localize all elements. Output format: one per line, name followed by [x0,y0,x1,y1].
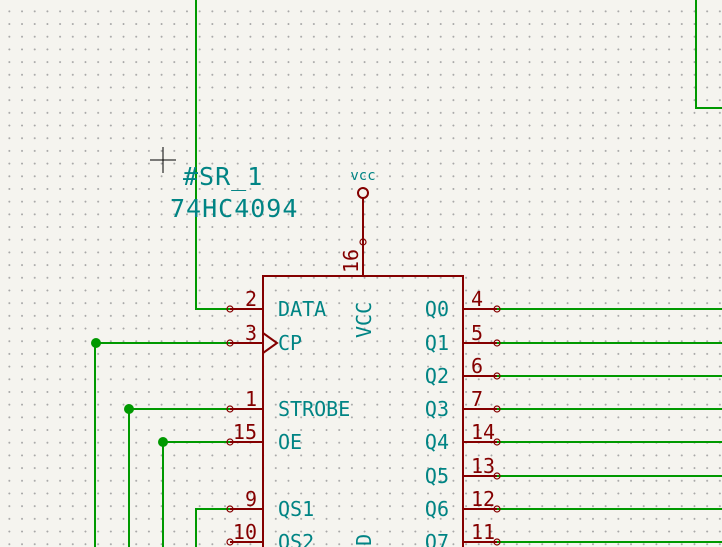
pin-number: 5 [471,321,483,345]
junctions [91,338,168,447]
pin-number: 14 [471,420,495,444]
left-pin-strobe[interactable]: 1 STROBE [226,387,350,421]
right-pin-q5[interactable]: 13 Q5 [425,454,501,488]
pin-number: 6 [471,354,483,378]
junction-dot[interactable] [124,404,134,414]
wire-qs1-net[interactable] [195,508,230,547]
pin-name: QS1 [278,497,314,521]
pin-name: DATA [278,297,326,321]
component-reference: #SR_1 [183,162,263,191]
pin-number: 15 [233,420,257,444]
shift-register-component[interactable]: 16 VCC GND 2DATA3CP1STROBE15OE9QS110QS2 … [170,162,501,547]
pin-name: Q7 [425,530,449,547]
junction-dot[interactable] [158,437,168,447]
right-pin-q1[interactable]: 5 Q1 [425,321,501,355]
pin-name: Q4 [425,430,449,454]
pin-name: OE [278,430,302,454]
wires [94,0,722,547]
pin-end-marker [493,472,501,480]
pin-end-marker [359,238,367,246]
pin-end-marker [226,405,234,413]
vcc-power-circle [357,187,369,199]
left-pin-cp[interactable]: 3 CP [226,321,302,355]
pin-end-marker [226,305,234,313]
pin-number: 7 [471,387,483,411]
pin-number: 3 [245,321,257,345]
clock-input-marker [262,332,279,354]
pin-end-marker [493,372,501,380]
vcc-pin-name: VCC [352,302,376,338]
pin-end-marker [493,438,501,446]
pin-number: 1 [245,387,257,411]
pin-name: Q0 [425,297,449,321]
wire-strobe-net[interactable] [128,408,230,547]
vcc-power-symbol[interactable]: vcc [350,168,376,242]
right-pin-q3[interactable]: 7 Q3 [425,387,501,421]
pin-name: Q3 [425,397,449,421]
pin-number: 11 [471,520,495,544]
pin-name: Q2 [425,364,449,388]
pin-number: 12 [471,487,495,511]
pin-number: 4 [471,287,483,311]
pin-end-marker [226,538,234,546]
pin-number: 9 [245,487,257,511]
pin-number: 10 [233,520,257,544]
right-pin-q4[interactable]: 14 Q4 [425,420,501,454]
right-pin-q6[interactable]: 12 Q6 [425,487,501,521]
pin-number: 2 [245,287,257,311]
wire-data-net[interactable] [195,0,230,310]
pin-end-marker [226,505,234,513]
right-pin-q7[interactable]: 11 Q7 [425,520,501,547]
wire-top-right[interactable] [695,0,722,109]
pin-name: CP [278,331,302,355]
pin-end-marker [493,538,501,546]
left-pins: 2 DATA 3 CP 1 STROBE 15 OE 9 QS1 10 QS2 [226,287,350,547]
vcc-pin-number: 16 [339,249,363,273]
pin-end-marker [226,438,234,446]
pin-end-marker [493,405,501,413]
pin-end-marker [493,505,501,513]
gnd-pin-name: GND [352,534,376,547]
vcc-power-label: vcc [350,168,375,184]
crosshair-cursor-icon [150,147,176,173]
pin-name: Q5 [425,464,449,488]
pin-name: Q1 [425,331,449,355]
pin-end-marker [493,339,501,347]
right-pins: 4 Q0 5 Q1 6 Q2 7 Q3 14 Q4 13 Q5 12 Q6 11 Q7 [425,287,501,547]
left-pin-oe[interactable]: 15 OE [226,420,302,454]
left-pin-data[interactable]: 2 DATA [226,287,326,321]
component-value: 74HC4094 [170,194,298,223]
pin-name: QS2 [278,530,314,547]
junction-dot[interactable] [91,338,101,348]
right-pin-q2[interactable]: 6 Q2 [425,354,501,388]
pin-name: STROBE [278,397,350,421]
pin-end-marker [226,339,234,347]
right-pin-q0[interactable]: 4 Q0 [425,287,501,321]
pin-number: 13 [471,454,495,478]
left-pin-qs2[interactable]: 10 QS2 [226,520,314,547]
pin-end-marker [493,305,501,313]
pin-name: Q6 [425,497,449,521]
left-pin-qs1[interactable]: 9 QS1 [226,487,314,521]
